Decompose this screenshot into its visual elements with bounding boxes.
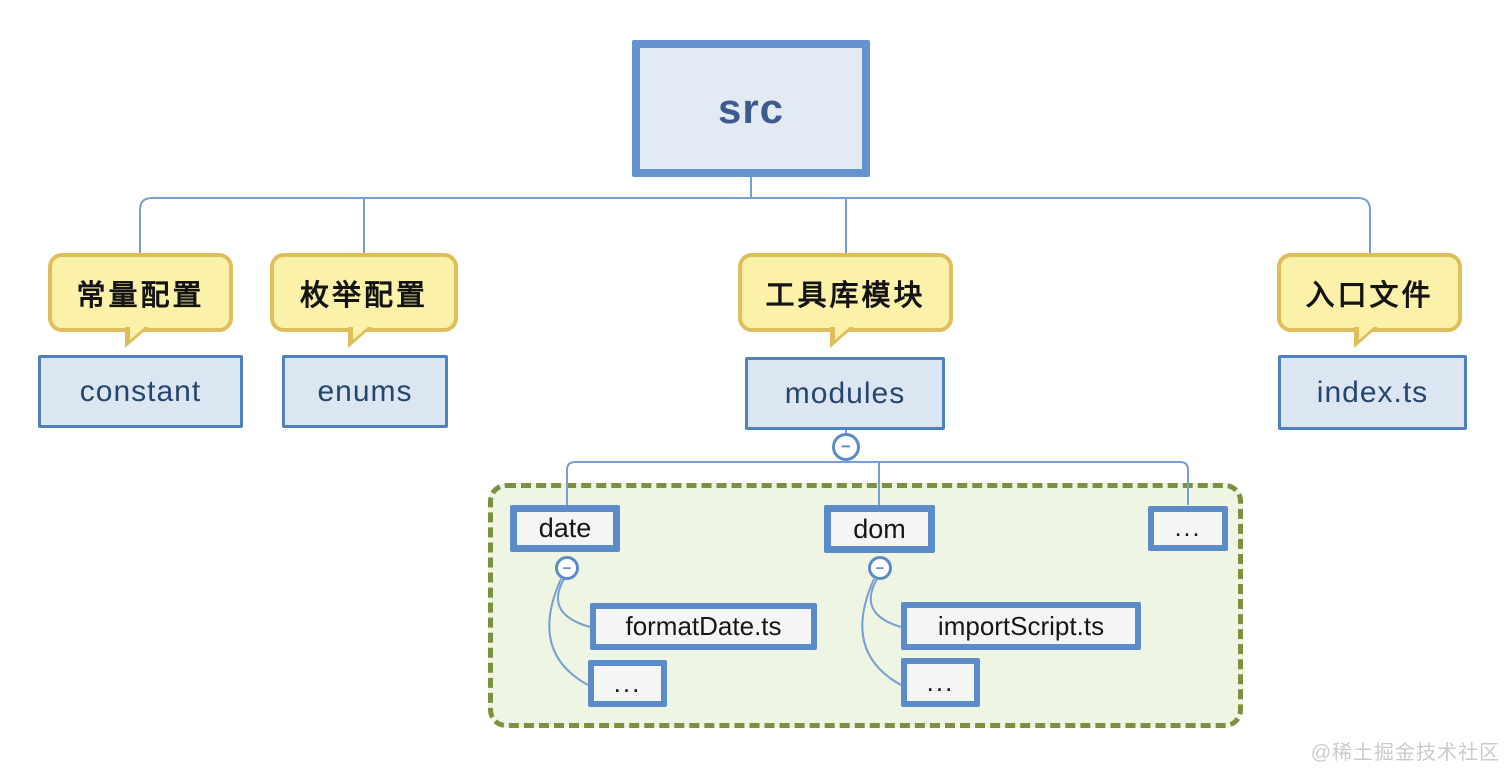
node-formatdate-ts-label: formatDate.ts — [625, 611, 782, 641]
node-formatdate-ts[interactable]: formatDate.ts — [590, 603, 817, 650]
node-constant-label: constant — [79, 374, 202, 408]
connector-dom-file1 — [869, 578, 902, 628]
node-src[interactable]: src — [632, 40, 870, 177]
collapse-icon-modules[interactable]: − — [832, 433, 860, 461]
node-src-label: src — [717, 84, 785, 132]
collapse-icon-dom[interactable]: − — [868, 556, 892, 580]
node-ellipsis-dom[interactable]: ... — [901, 658, 980, 707]
annotation-enums-label: 枚举配置 — [299, 279, 428, 312]
node-modules[interactable]: modules — [745, 357, 945, 430]
node-importscript-ts-label: importScript.ts — [937, 610, 1105, 641]
node-ellipsis-modules[interactable]: ... — [1148, 506, 1228, 551]
node-modules-label: modules — [784, 376, 906, 410]
collapse-icon-date[interactable]: − — [555, 556, 579, 580]
node-ellipsis-dom-label: ... — [926, 667, 955, 697]
annotation-constant[interactable]: 常量配置 — [48, 253, 233, 348]
node-enums[interactable]: enums — [282, 355, 448, 428]
connector-sub-rail — [566, 461, 1189, 505]
connector-dom-file2 — [861, 578, 902, 686]
annotation-index-ts[interactable]: 入口文件 — [1277, 253, 1462, 348]
node-index-ts[interactable]: index.ts — [1278, 355, 1467, 430]
watermark: @稀土掘金技术社区 — [1310, 742, 1500, 764]
node-ellipsis-date-label: ... — [613, 668, 642, 698]
annotation-enums[interactable]: 枚举配置 — [270, 253, 458, 348]
node-dom-label: dom — [853, 513, 906, 544]
connector-date-file2 — [548, 578, 589, 686]
annotation-index-ts-label: 入口文件 — [1305, 279, 1434, 312]
node-dom[interactable]: dom — [824, 505, 935, 553]
connector-date-file1 — [557, 578, 591, 628]
connector-top-rail — [139, 197, 1371, 253]
annotation-constant-label: 常量配置 — [76, 279, 205, 312]
annotation-modules[interactable]: 工具库模块 — [738, 253, 953, 348]
node-constant[interactable]: constant — [38, 355, 243, 428]
annotation-modules-label: 工具库模块 — [765, 279, 926, 312]
node-enums-label: enums — [317, 374, 413, 408]
node-date-label: date — [538, 513, 592, 543]
node-index-ts-label: index.ts — [1316, 375, 1429, 409]
node-date[interactable]: date — [510, 505, 620, 552]
node-ellipsis-date[interactable]: ... — [588, 660, 667, 707]
node-importscript-ts[interactable]: importScript.ts — [901, 602, 1141, 650]
node-ellipsis-modules-label: ... — [1174, 514, 1202, 542]
